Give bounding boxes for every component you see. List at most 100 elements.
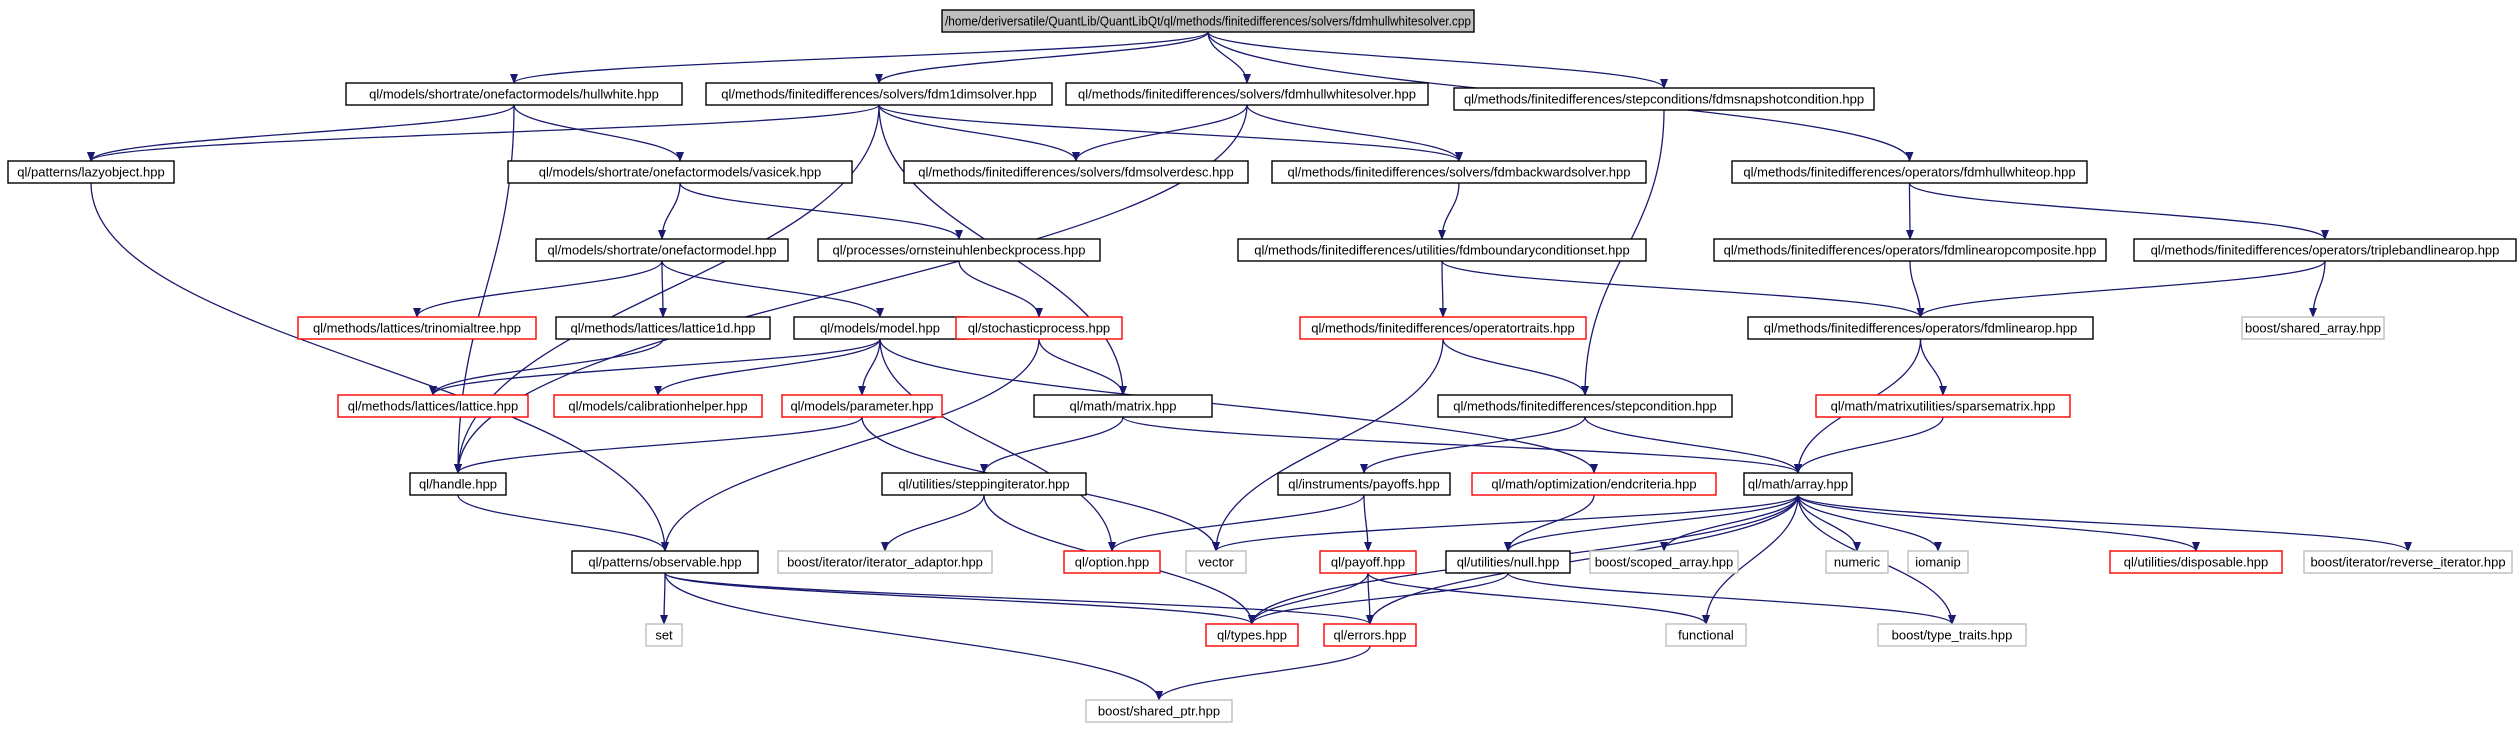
node-vasicek[interactable]: ql/models/shortrate/onefactormodels/vasi…	[507, 160, 853, 184]
edge-lazyobject-to-observable	[90, 182, 669, 552]
node-label-lattice1d: ql/methods/lattices/lattice1d.hpp	[571, 321, 756, 336]
node-box-sharedarray	[2241, 316, 2385, 340]
edge-matrix-to-stepiter	[980, 416, 1124, 474]
node-composite[interactable]: ql/methods/finitedifferences/operators/f…	[1713, 238, 2107, 262]
edge-fdmlinearop-to-sparse	[1919, 338, 1947, 396]
node-model[interactable]: ql/models/model.hpp	[793, 316, 967, 340]
node-hullwhite[interactable]: ql/models/shortrate/onefactormodels/hull…	[345, 82, 683, 106]
edge-observable-to-sharedptr	[664, 572, 1163, 701]
node-ornstein[interactable]: ql/processes/ornsteinuhlenbeckprocess.hp…	[817, 238, 1101, 262]
node-box-fdmlinearop	[1747, 316, 2094, 340]
node-trinomial[interactable]: ql/methods/lattices/trinomialtree.hpp	[297, 316, 537, 340]
node-handle[interactable]: ql/handle.hpp	[409, 472, 507, 496]
node-label-composite: ql/methods/finitedifferences/operators/f…	[1724, 243, 2097, 258]
node-lattice1d[interactable]: ql/methods/lattices/lattice1d.hpp	[555, 316, 771, 340]
node-box-matrix	[1033, 394, 1213, 418]
edge-hwop-to-triple	[1908, 182, 2329, 240]
node-payoff[interactable]: ql/payoff.hpp	[1319, 550, 1417, 574]
node-matrix[interactable]: ql/math/matrix.hpp	[1033, 394, 1213, 418]
node-hwop[interactable]: ql/methods/finitedifferences/operators/f…	[1731, 160, 2088, 184]
edge-fdm1d-to-handle	[454, 104, 880, 474]
edge-stepcond-to-array	[1584, 416, 1802, 474]
node-box-root	[941, 9, 1475, 33]
node-iteradaptor: boost/iterator/iterator_adaptor.hpp	[777, 550, 993, 574]
edge-vasicek-to-ornstein	[679, 182, 963, 240]
edge-hwop-to-composite	[1905, 182, 1914, 240]
node-numeric: numeric	[1825, 550, 1889, 574]
node-backward[interactable]: ql/methods/finitedifferences/solvers/fdm…	[1271, 160, 1647, 184]
edge-hullwhite-to-lazyobject	[87, 104, 515, 162]
edge-model-to-lattice	[429, 338, 881, 396]
edge-matrix-to-array	[1122, 416, 1802, 474]
node-box-calibration	[553, 394, 763, 418]
node-option[interactable]: ql/option.hpp	[1063, 550, 1161, 574]
node-disposable[interactable]: ql/utilities/disposable.hpp	[2109, 550, 2283, 574]
node-boundary[interactable]: ql/methods/finitedifferences/utilities/f…	[1237, 238, 1647, 262]
node-box-iomanip	[1907, 550, 1969, 574]
node-label-typetraits: boost/type_traits.hpp	[1892, 628, 2013, 643]
node-stepcond[interactable]: ql/methods/finitedifferences/stepconditi…	[1437, 394, 1733, 418]
node-endcriteria[interactable]: ql/math/optimization/endcriteria.hpp	[1471, 472, 1717, 496]
node-label-vasicek: ql/models/shortrate/onefactormodels/vasi…	[539, 165, 822, 180]
node-label-observable: ql/patterns/observable.hpp	[588, 555, 741, 570]
node-label-vector: vector	[1198, 555, 1234, 570]
edge-array-to-iomanip	[1797, 494, 1942, 552]
node-stochastic[interactable]: ql/stochasticprocess.hpp	[955, 316, 1123, 340]
node-triple[interactable]: ql/methods/finitedifferences/operators/t…	[2133, 238, 2517, 262]
node-optraits[interactable]: ql/methods/finitedifferences/operatortra…	[1299, 316, 1587, 340]
node-label-triple: ql/methods/finitedifferences/operators/t…	[2151, 243, 2500, 258]
node-fdmhwsolver[interactable]: ql/methods/finitedifferences/solvers/fdm…	[1065, 82, 1429, 106]
node-box-payoffs	[1277, 472, 1451, 496]
node-box-null	[1445, 550, 1571, 574]
node-snapshot[interactable]: ql/methods/finitedifferences/stepconditi…	[1453, 87, 1875, 111]
node-lazyobject[interactable]: ql/patterns/lazyobject.hpp	[7, 160, 175, 184]
node-vector: vector	[1185, 550, 1247, 574]
node-fdm1d[interactable]: ql/methods/finitedifferences/solvers/fdm…	[705, 82, 1053, 106]
edge-handle-to-observable	[457, 494, 669, 552]
node-scopedarray: boost/scoped_array.hpp	[1589, 550, 1739, 574]
node-null[interactable]: ql/utilities/null.hpp	[1445, 550, 1571, 574]
edge-array-to-null	[1504, 494, 1799, 552]
edges-layer	[87, 31, 2412, 701]
edge-array-to-vector	[1212, 494, 1799, 552]
node-box-fdmhwsolver	[1065, 82, 1429, 106]
node-box-trinomial	[297, 316, 537, 340]
node-box-scopedarray	[1589, 550, 1739, 574]
node-stepiter[interactable]: ql/utilities/steppingiterator.hpp	[881, 472, 1087, 496]
node-label-fdmlinearop: ql/methods/finitedifferences/operators/f…	[1764, 321, 2077, 336]
node-box-typetraits	[1877, 623, 2027, 647]
node-solverdesc[interactable]: ql/methods/finitedifferences/solvers/fdm…	[903, 160, 1249, 184]
node-box-lazyobject	[7, 160, 175, 184]
node-errors[interactable]: ql/errors.hpp	[1323, 623, 1417, 647]
node-label-solverdesc: ql/methods/finitedifferences/solvers/fdm…	[918, 165, 1234, 180]
node-box-hullwhite	[345, 82, 683, 106]
node-label-model: ql/models/model.hpp	[820, 321, 940, 336]
node-box-hwop	[1731, 160, 2088, 184]
node-box-fdm1d	[705, 82, 1053, 106]
node-sparse[interactable]: ql/math/matrixutilities/sparsematrix.hpp	[1815, 394, 2071, 418]
node-fdmlinearop[interactable]: ql/methods/finitedifferences/operators/f…	[1747, 316, 2094, 340]
edge-triple-to-fdmlinearop	[1916, 260, 2326, 318]
edge-fdm1d-to-lazyobject	[87, 104, 880, 162]
node-box-iteradaptor	[777, 550, 993, 574]
node-root[interactable]: /home/deriversatile/QuantLib/QuantLibQt/…	[941, 9, 1475, 33]
node-box-numeric	[1825, 550, 1889, 574]
node-array[interactable]: ql/math/array.hpp	[1743, 472, 1853, 496]
node-onefactor[interactable]: ql/models/shortrate/onefactormodel.hpp	[535, 238, 789, 262]
node-types[interactable]: ql/types.hpp	[1205, 623, 1299, 647]
node-lattice[interactable]: ql/methods/lattices/lattice.hpp	[337, 394, 529, 418]
node-label-numeric: numeric	[1834, 555, 1881, 570]
edge-array-to-errors	[1366, 494, 1799, 625]
node-observable[interactable]: ql/patterns/observable.hpp	[571, 550, 759, 574]
edge-composite-to-fdmlinearop	[1909, 260, 1925, 318]
edge-model-to-calibration	[654, 338, 881, 396]
node-payoffs[interactable]: ql/instruments/payoffs.hpp	[1277, 472, 1451, 496]
edge-onefactor-to-model	[661, 260, 884, 318]
edge-payoffs-to-option	[1108, 494, 1365, 552]
edge-errors-to-sharedptr	[1155, 645, 1371, 701]
node-box-vector	[1185, 550, 1247, 574]
node-calibration[interactable]: ql/models/calibrationhelper.hpp	[553, 394, 763, 418]
node-label-hwop: ql/methods/finitedifferences/operators/f…	[1743, 165, 2075, 180]
node-box-array	[1743, 472, 1853, 496]
node-parameter[interactable]: ql/models/parameter.hpp	[781, 394, 943, 418]
